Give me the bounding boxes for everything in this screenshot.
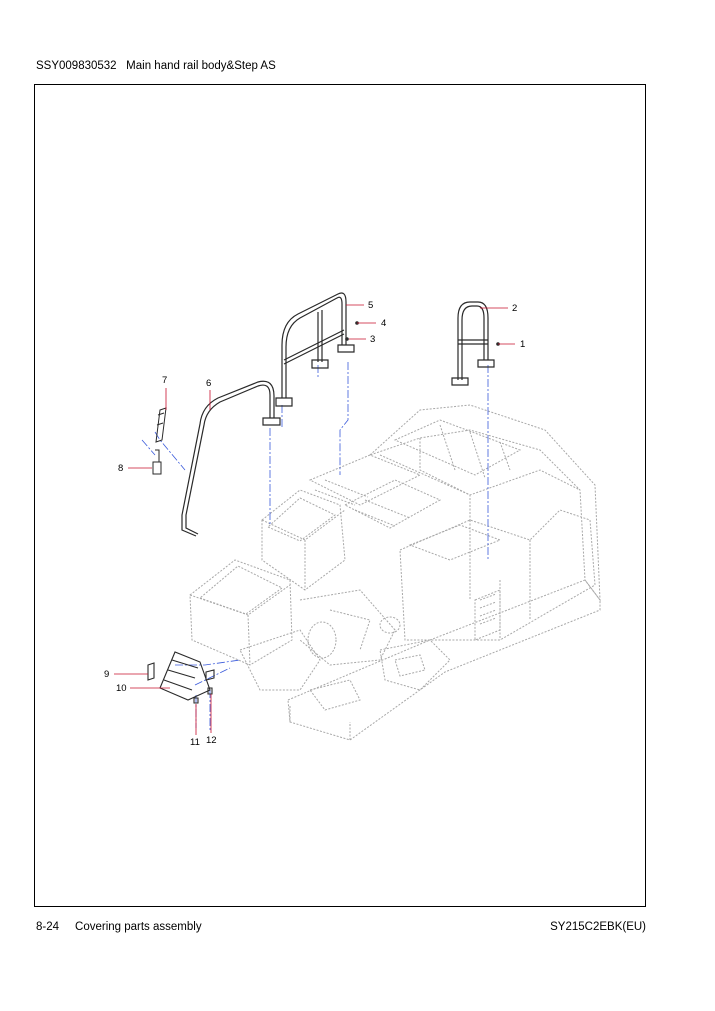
- callout-10: 10: [116, 683, 127, 694]
- callout-6: 6: [206, 378, 211, 389]
- page-footer-left: 8-24 Covering parts assembly: [36, 921, 202, 933]
- model-name: SY215C2EBK(EU): [550, 921, 646, 933]
- callout-12: 12: [206, 735, 217, 746]
- callout-11: 11: [190, 737, 200, 748]
- section-title: Covering parts assembly: [75, 921, 202, 933]
- callout-9: 9: [104, 669, 109, 680]
- leader-lines: [114, 304, 515, 735]
- clamp-parts-7-8: [152, 407, 167, 475]
- page-header: SSY009830532 Main hand rail body&Step AS: [36, 60, 276, 72]
- callout-1: 1: [520, 339, 525, 350]
- page-number: 8-24: [36, 921, 60, 933]
- handrail-part-2: [451, 301, 495, 386]
- part-number: SSY009830532: [36, 60, 117, 72]
- callout-3: 3: [370, 334, 375, 345]
- callout-8: 8: [118, 463, 123, 474]
- handrail-part-6: [181, 380, 281, 537]
- callout-5: 5: [368, 300, 373, 311]
- callout-7: 7: [162, 375, 167, 386]
- machine-body: [189, 404, 601, 741]
- drawing-frame: [34, 84, 646, 907]
- bolts: [345, 321, 500, 346]
- callout-labels: 1 2 3 4 5 6 7 8 9 10 11 12: [104, 300, 525, 748]
- callout-2: 2: [512, 303, 517, 314]
- callout-4: 4: [381, 318, 386, 329]
- installation-axes: [141, 362, 489, 730]
- handrail-part-5: [275, 292, 355, 407]
- step-assembly: [147, 651, 215, 704]
- assembly-title: Main hand rail body&Step AS: [126, 60, 276, 72]
